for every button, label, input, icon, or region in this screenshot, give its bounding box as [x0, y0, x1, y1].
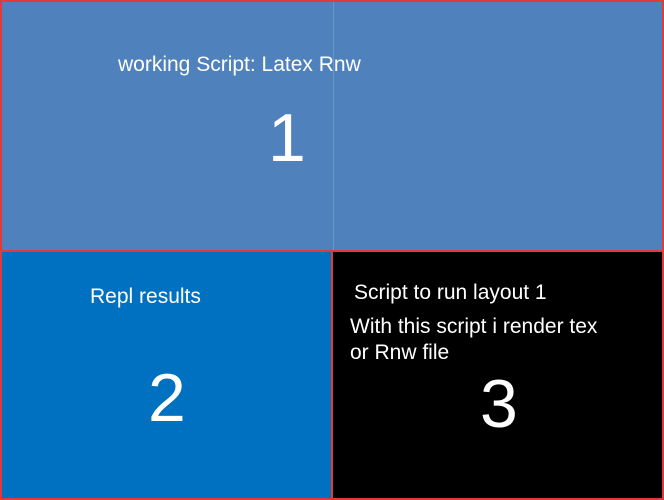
panel-2-title: Repl results — [90, 285, 201, 308]
panel-3-title: Script to run layout 1 — [354, 281, 547, 304]
panel-divider — [333, 2, 334, 250]
panel-2-number: 2 — [148, 360, 186, 436]
panel-1-number: 1 — [268, 100, 306, 176]
panel-1-title: working Script: Latex Rnw — [118, 53, 361, 76]
panel-3-number: 3 — [480, 366, 518, 442]
panel-run-script: Script to run layout 1 With this script … — [331, 250, 664, 500]
panel-working-script: working Script: Latex Rnw 1 — [0, 0, 664, 252]
panel-3-description: With this script i render tex or Rnw fil… — [350, 315, 598, 365]
panel-repl-results: Repl results 2 — [0, 250, 333, 500]
